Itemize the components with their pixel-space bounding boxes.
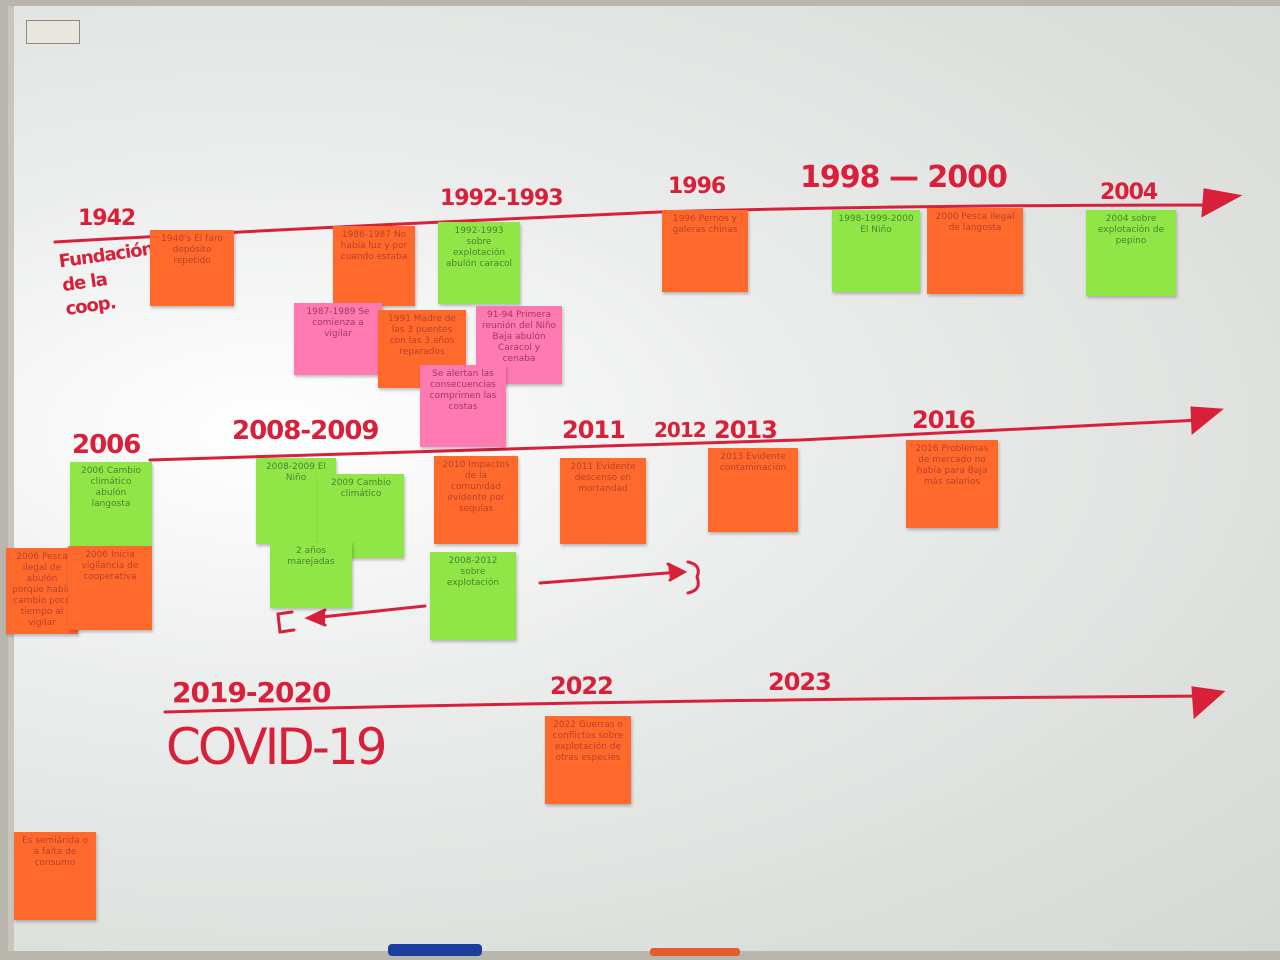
year-label: 2011 [562, 416, 626, 444]
marker-pen [388, 944, 482, 956]
sticky-note: 1992-1993 sobre explotación abulón carac… [438, 222, 520, 304]
year-label: 1992-1993 [440, 186, 564, 211]
sticky-note: 2 años marejadas [270, 542, 352, 608]
sticky-note: Es semiárida o a falta de consumo [14, 832, 96, 920]
year-label: 1942 [78, 206, 136, 231]
sticky-note: 2000 Pesca ilegal de langosta [927, 208, 1023, 294]
timeline-axis-2 [148, 418, 1202, 462]
sticky-note: 1996 Pernos y galeras chinas [662, 210, 748, 292]
sticky-note: 1986-1987 No había luz y por cuando esta… [333, 226, 415, 306]
timeline-arrow-2 [1190, 406, 1224, 436]
arrow-right-head [666, 562, 688, 582]
marker-pen [650, 948, 740, 956]
sticky-note: 2006 Pesca ilegal de abulón porque había… [6, 548, 78, 634]
timeline-arrow-1 [1201, 188, 1243, 218]
year-label: 2019-2020 [172, 676, 331, 709]
sticky-note: 2022 Guerras o conflictos sobre explotac… [545, 716, 631, 804]
board-brand-label [26, 20, 80, 44]
sticky-note: 2010 Impactos de la comunidad evidente p… [434, 456, 518, 544]
year-label: 2008-2009 [232, 416, 380, 446]
timeline-axis-3 [163, 694, 1212, 714]
year-label: 2006 [72, 430, 141, 460]
sticky-note: 2008-2012 sobre explotación [430, 552, 516, 640]
sticky-note: 1987-1989 Se comienza a vigilar [294, 303, 382, 375]
arrow-right [538, 570, 682, 585]
bracket-right [686, 560, 700, 595]
sticky-note: 1940's El faro depósito repetido [150, 230, 234, 306]
year-label: 2016 [912, 406, 976, 434]
arrow-left-head [304, 608, 327, 627]
sticky-note: 2011 Evidente descenso en mortandad [560, 458, 646, 544]
timeline-arrow-3 [1191, 686, 1226, 720]
sticky-note: 2004 sobre explotación de pepino [1086, 210, 1176, 296]
sticky-note: 2006 Inicia vigilancia de cooperativa [68, 546, 152, 630]
year-label: 2013 [714, 416, 778, 444]
sticky-note: 2013 Evidente contaminación [708, 448, 798, 532]
founding-label: Fundación de la coop. [57, 238, 155, 320]
covid-label: COVID-19 [166, 718, 388, 776]
year-label: 1996 [668, 174, 726, 199]
bracket-left [276, 610, 296, 634]
year-label: 2023 [768, 668, 832, 696]
year-label: 2012 [654, 418, 707, 442]
sticky-note: 1998-1999-2000 El Niño [832, 210, 920, 292]
year-label: 2004 [1100, 180, 1158, 205]
sticky-note: 2006 Cambio climático abulón langosta [70, 462, 152, 546]
sticky-note: 2016 Problemas de mercado no había para … [906, 440, 998, 528]
year-label: 1998 — 2000 [800, 160, 1008, 195]
arrow-left [310, 604, 427, 620]
sticky-note: Se alertan las consecuencias comprimen l… [420, 365, 506, 447]
year-label: 2022 [550, 672, 614, 700]
